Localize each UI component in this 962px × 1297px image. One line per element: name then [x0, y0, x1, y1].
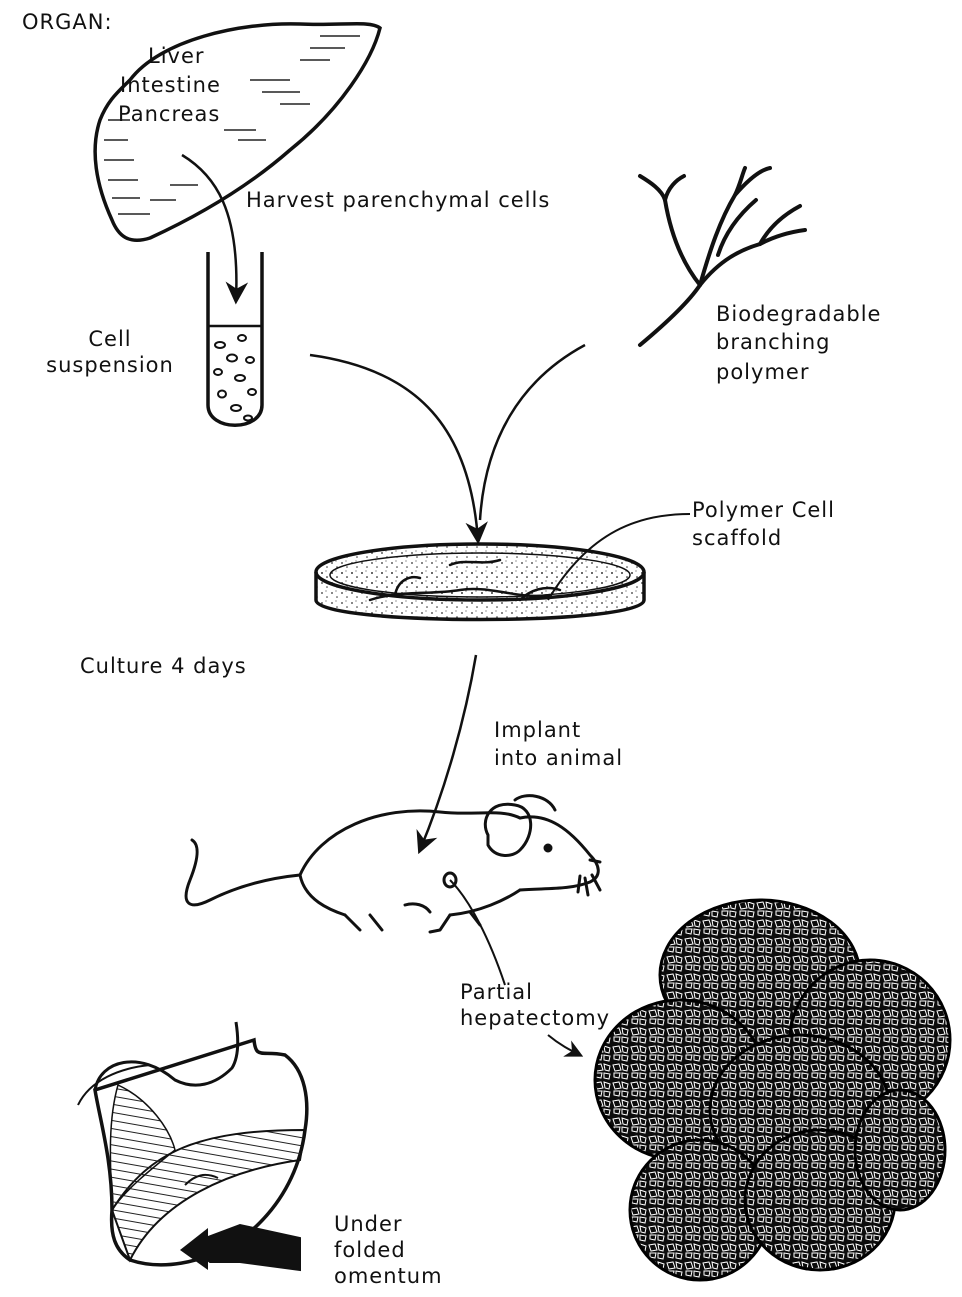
scaffold-label-line2: scaffold [692, 526, 782, 550]
omentum-label-line3: omentum [334, 1264, 443, 1288]
test-tube-icon [208, 252, 262, 425]
culture-label: Culture 4 days [80, 654, 247, 678]
cell-suspension-label-line1: Cell [40, 327, 180, 351]
polymer-label-line1: Biodegradable [716, 302, 881, 326]
mouse-icon [186, 796, 600, 932]
polymer-label-line3: polymer [716, 360, 809, 384]
regenerated-tissue-icon [595, 900, 950, 1280]
hepatectomy-pointer-line [450, 880, 505, 985]
hepatectomy-label-line1: Partial [460, 980, 533, 1004]
implant-label-line2: into animal [494, 746, 623, 770]
cell-suspension-label-line2: suspension [40, 353, 180, 377]
organ-pancreas-label: Pancreas [118, 102, 220, 126]
polymer-label-line2: branching [716, 330, 830, 354]
harvest-label: Harvest parenchymal cells [246, 188, 550, 212]
result-arrow [548, 1035, 580, 1055]
cells-to-dish-arrow [310, 355, 478, 540]
omentum-label-line2: folded [334, 1238, 406, 1262]
implant-label-line1: Implant [494, 718, 581, 742]
organ-liver-label: Liver [148, 44, 205, 68]
hepatectomy-label-line2: hepatectomy [460, 1006, 610, 1030]
scaffold-label-line1: Polymer Cell [692, 498, 835, 522]
polymer-to-dish-arrow [480, 345, 585, 520]
stomach-omentum-icon [78, 1022, 307, 1270]
organ-heading: ORGAN: [22, 10, 113, 34]
organ-intestine-label: Intestine [120, 73, 221, 97]
petri-dish-icon [316, 544, 644, 620]
implant-arrow [420, 655, 476, 850]
omentum-label-line1: Under [334, 1212, 403, 1236]
